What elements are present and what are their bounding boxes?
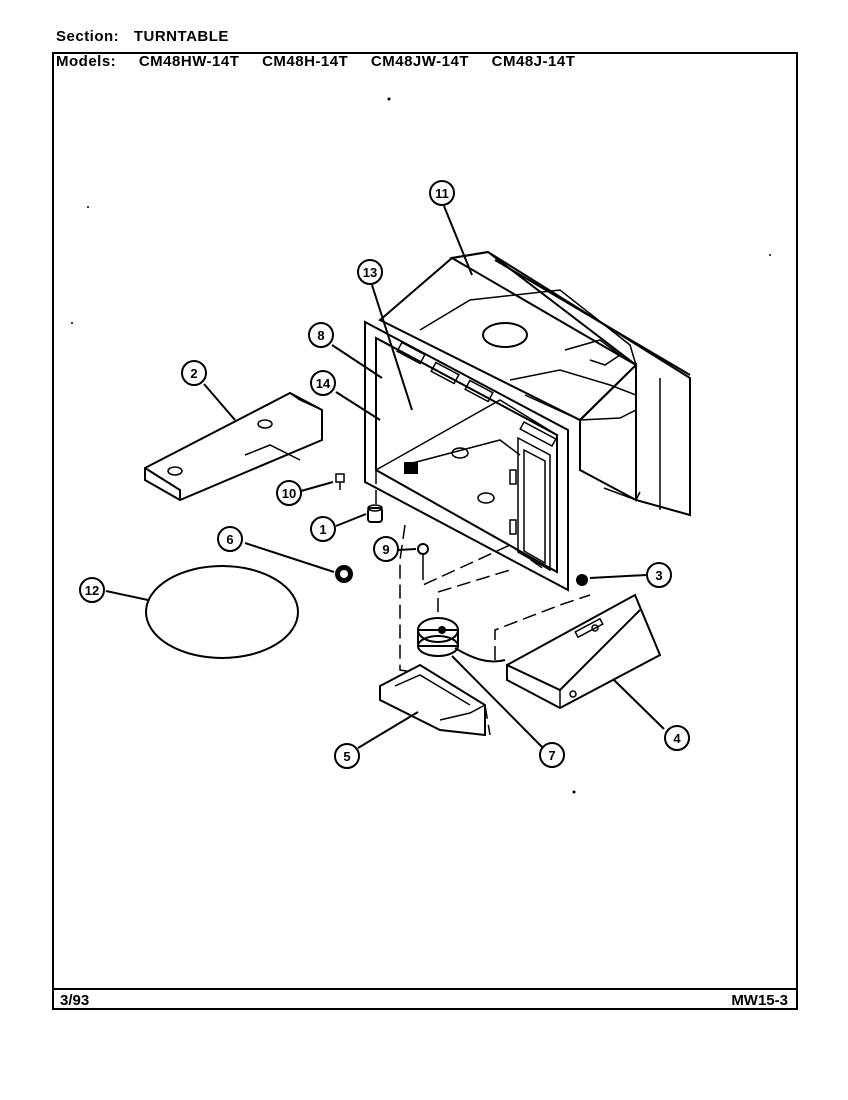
callout-label: 5 <box>343 749 350 764</box>
model-number: CM48J-14T <box>491 53 576 70</box>
callout-6: 6 <box>217 526 243 552</box>
callout-10: 10 <box>276 480 302 506</box>
callout-label: 11 <box>435 186 449 201</box>
screw-part-10 <box>335 473 345 490</box>
callout-label: 1 <box>319 522 326 537</box>
callout-5: 5 <box>334 743 360 769</box>
callout-label: 4 <box>673 731 681 746</box>
callout-label: 12 <box>85 583 99 598</box>
models-label: Models: <box>56 53 117 70</box>
callout-3: 3 <box>646 562 672 588</box>
model-number: CM48HW-14T <box>138 53 240 70</box>
footer-code: MW15-3 <box>731 992 788 1009</box>
oven-cavity-part <box>378 250 691 517</box>
callout-label: 2 <box>190 366 197 381</box>
section-heading: Section: TURNTABLE <box>56 28 229 45</box>
footer-date: 3/93 <box>60 992 90 1009</box>
callout-label: 3 <box>655 568 662 583</box>
roller-part <box>335 565 353 583</box>
leader-lines <box>105 205 665 749</box>
callout-9: 9 <box>373 536 399 562</box>
callout-label: 13 <box>363 265 377 280</box>
section-label: Section: <box>56 28 120 45</box>
assembly-guide-lines <box>375 470 591 736</box>
bracket-part-2 <box>144 391 323 502</box>
callout-1: 1 <box>310 516 336 542</box>
callout-14: 14 <box>310 370 336 396</box>
model-number: CM48JW-14T <box>370 53 469 70</box>
callout-13: 13 <box>357 259 383 285</box>
motor-cover-part <box>379 663 486 737</box>
callout-11: 11 <box>429 180 455 206</box>
motor-bracket-part <box>506 593 662 710</box>
callout-label: 6 <box>226 532 233 547</box>
screw-part-9 <box>417 543 429 566</box>
callout-label: 10 <box>282 486 296 501</box>
callout-2: 2 <box>181 360 207 386</box>
callout-7: 7 <box>539 742 565 768</box>
footer-divider <box>52 988 798 990</box>
callout-label: 14 <box>316 376 331 391</box>
callout-label: 8 <box>317 328 324 343</box>
front-frame-part <box>364 320 569 592</box>
coupler-part-1 <box>367 504 383 523</box>
grommet-part-3 <box>576 574 588 586</box>
section-value: TURNTABLE <box>133 28 229 45</box>
callout-label: 7 <box>548 748 555 763</box>
turntable-motor-part <box>417 617 506 663</box>
scan-specks <box>71 97 771 794</box>
callout-4: 4 <box>664 725 690 751</box>
glass-tray-part <box>145 565 299 659</box>
callout-8: 8 <box>308 322 334 348</box>
models-heading: Models: CM48HW-14T CM48H-14T CM48JW-14T … <box>56 53 575 70</box>
callout-label: 9 <box>382 542 389 557</box>
diagram-frame <box>52 52 798 1010</box>
model-number: CM48H-14T <box>262 53 349 70</box>
callout-12: 12 <box>79 577 105 603</box>
